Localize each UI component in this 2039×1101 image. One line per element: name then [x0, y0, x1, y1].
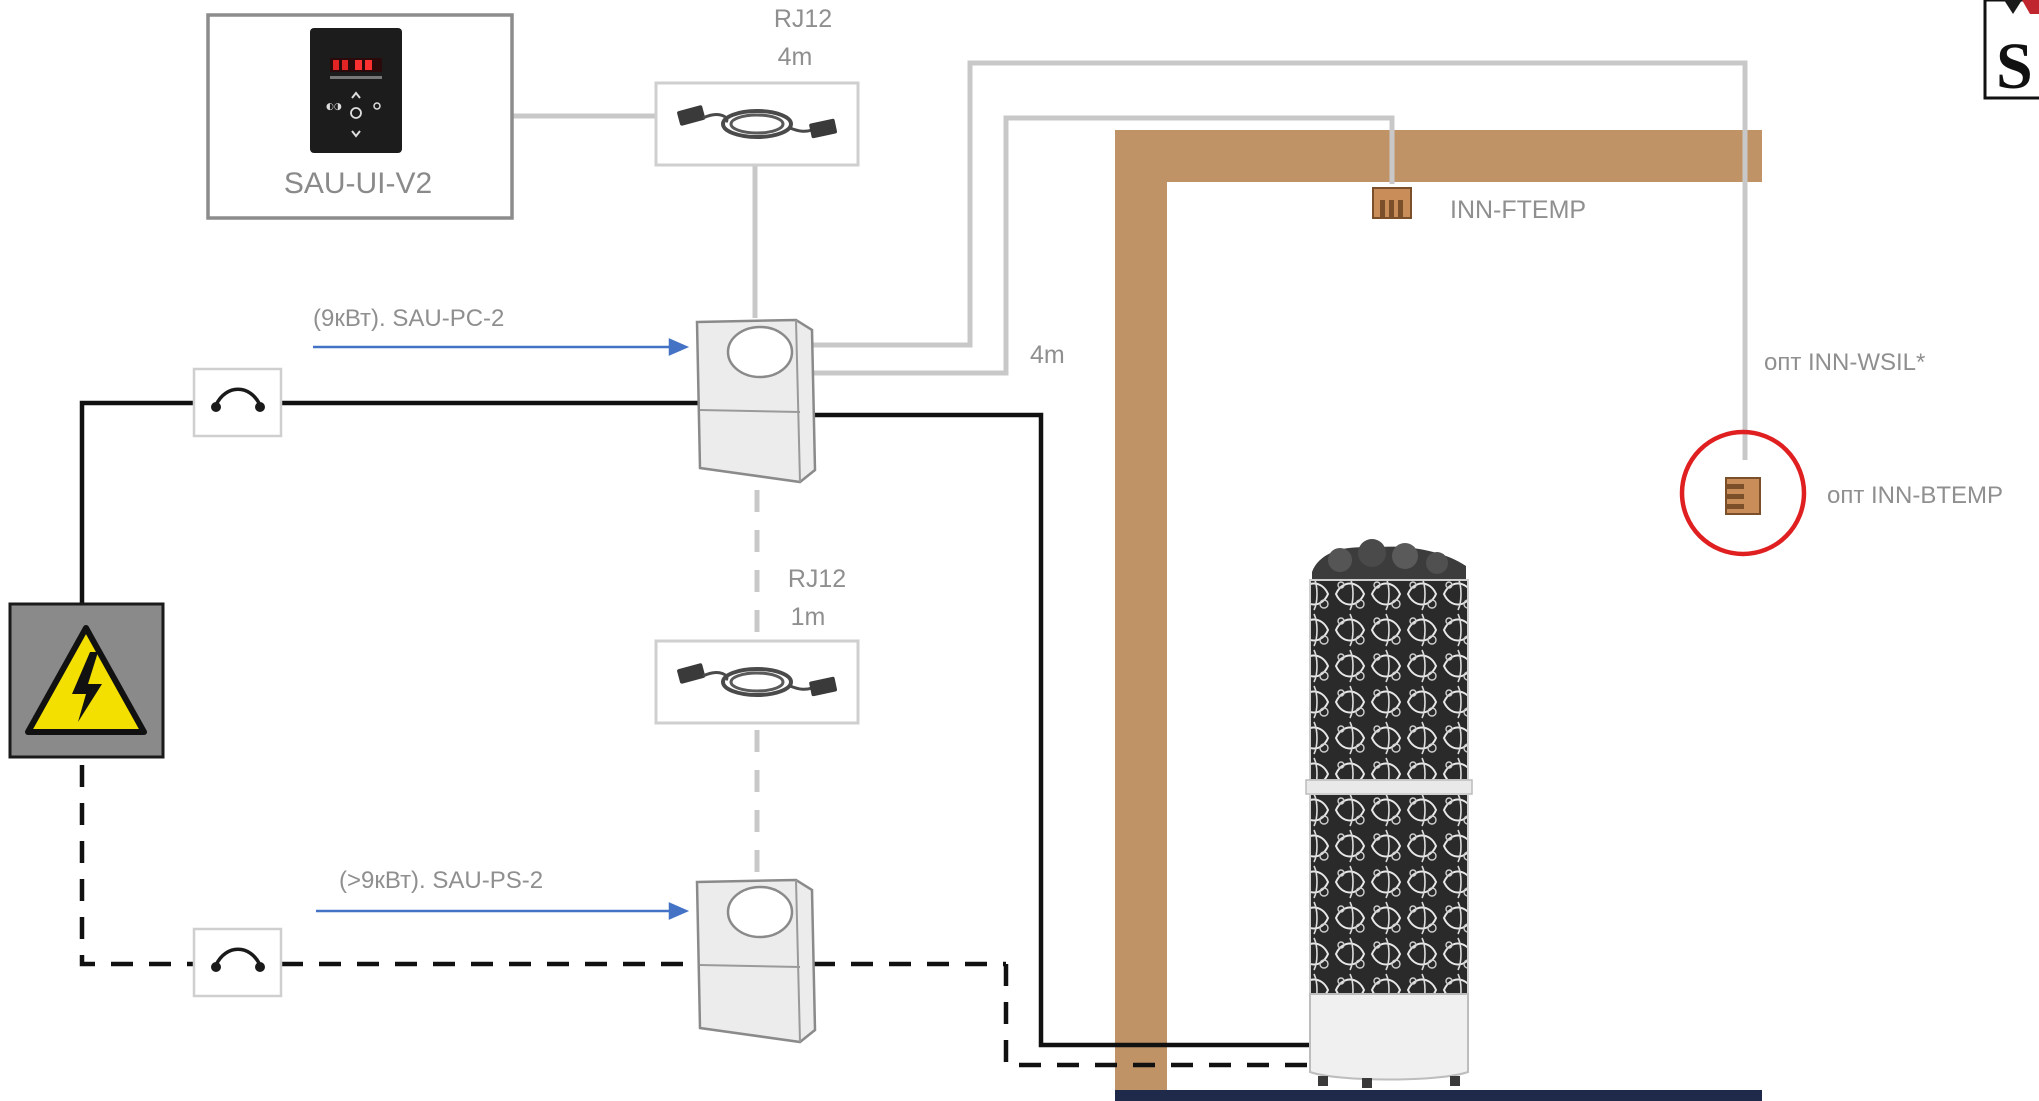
logo-letter: S [1996, 30, 2033, 103]
btemp-highlight-circle [1679, 429, 1807, 557]
cable-wsil [812, 60, 1748, 460]
temperature-sensor-icon [1372, 187, 1412, 219]
rj12-top-length: 4m [778, 43, 813, 71]
pc-label: (9кВт). SAU-PC-2 [313, 305, 504, 332]
ps-controller [695, 878, 817, 1044]
rj12-mid-length: 1m [791, 603, 826, 631]
cable-ftemp [812, 115, 1395, 376]
ui-panel-label: SAU-UI-V2 [284, 167, 432, 200]
blue-arrows [313, 338, 690, 920]
control-panel-display: ◐◑ [310, 28, 402, 153]
rj12-cable-icon [677, 105, 838, 139]
power-line-dashed-a [79, 765, 194, 967]
power-line-pc-to-heater [806, 412, 1310, 1048]
rj12-cable-box-mid [654, 639, 860, 725]
wall-side [1115, 130, 1167, 1090]
rj12-top-type: RJ12 [774, 5, 832, 33]
ps-label: (>9кВт). SAU-PS-2 [339, 867, 543, 894]
power-lines [79, 400, 1310, 1068]
pc-controller [695, 318, 817, 484]
power-line-main [79, 400, 194, 604]
ui-panel-box: ◐◑ SAU-UI-V2 [206, 13, 514, 220]
rj12-cable-box-top [654, 81, 860, 167]
rj12-cable-icon [677, 663, 838, 697]
svg-text:◐◑: ◐◑ [326, 102, 342, 112]
sauna-heater [1305, 539, 1473, 1088]
high-voltage-icon [8, 602, 165, 759]
brand-logo: S [1983, 0, 2039, 103]
ftemp-label: INN-FTEMP [1450, 196, 1586, 224]
switch-icon [192, 367, 283, 438]
gray-cables [512, 60, 1748, 875]
wall-ceiling [1115, 130, 1762, 182]
floor-line [1115, 1090, 1762, 1101]
temperature-sensor-icon [1725, 477, 1761, 515]
btemp-label: опт INN-BTEMP [1827, 482, 2003, 509]
switch-icon [192, 927, 283, 998]
cable-length-4m: 4m [1030, 341, 1065, 369]
arrow-ps-head [668, 902, 690, 920]
arrow-pc-head [668, 338, 690, 356]
rj12-mid-type: RJ12 [788, 565, 846, 593]
sauna-wall [1115, 130, 1762, 1101]
wsil-label: опт INN-WSIL* [1764, 349, 1925, 376]
